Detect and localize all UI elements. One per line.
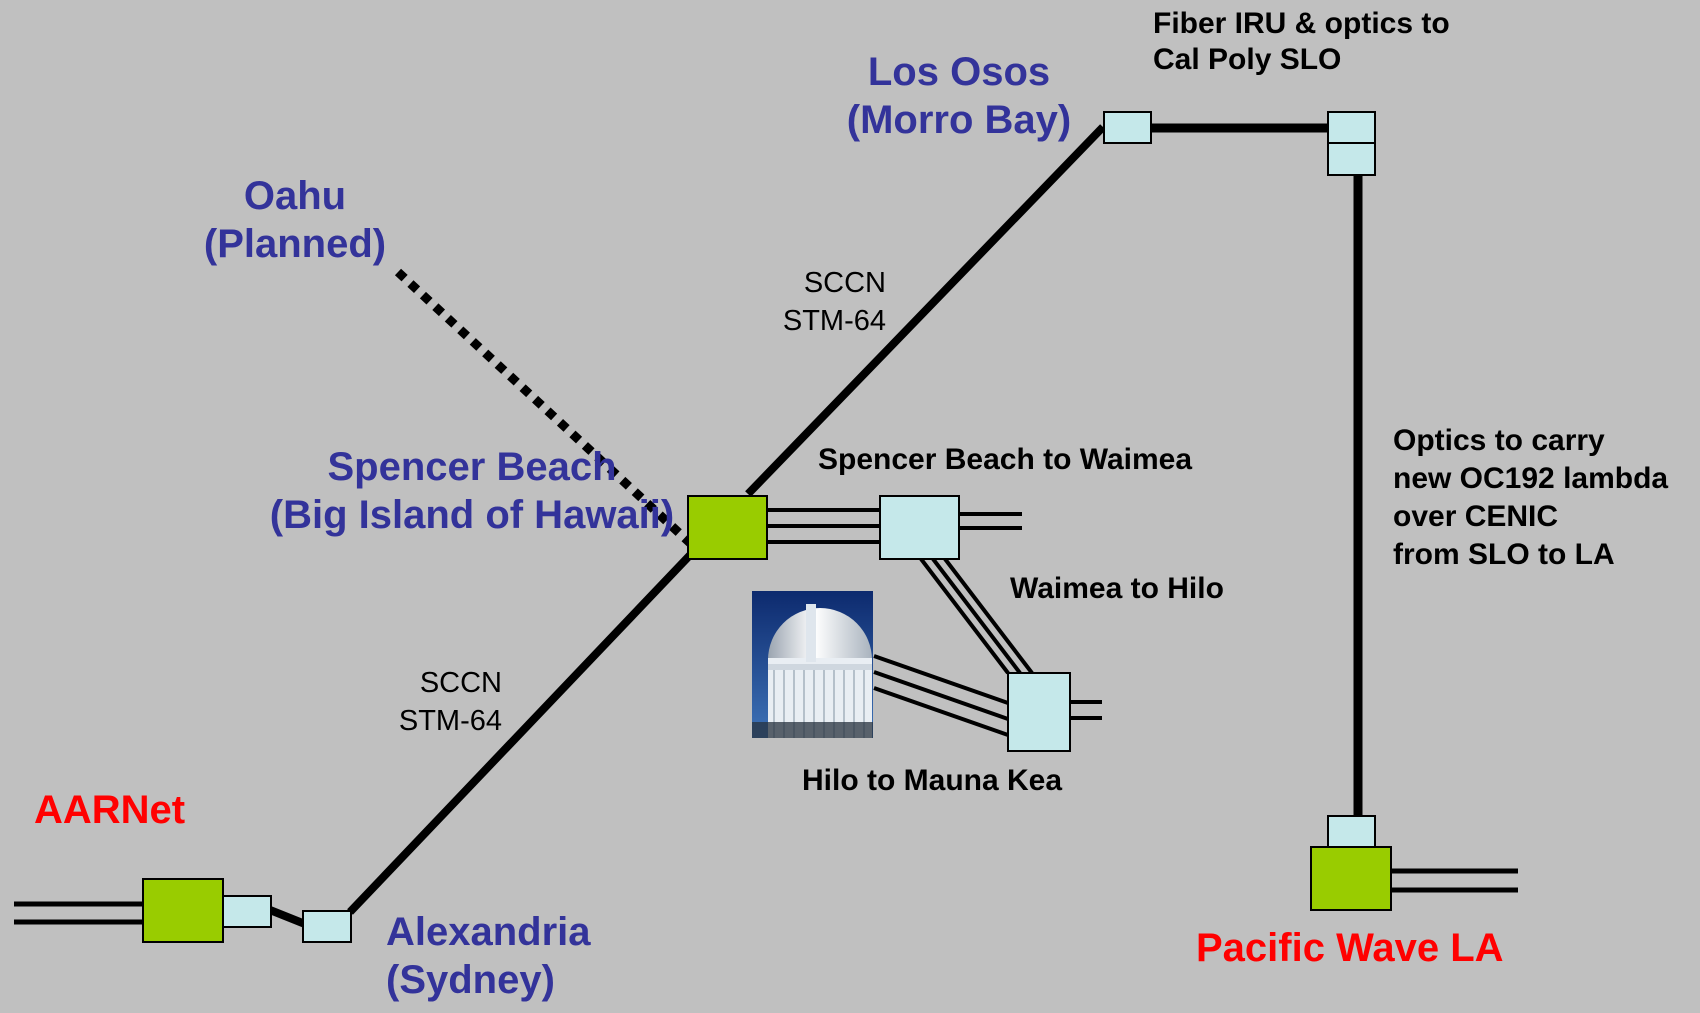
pacific-wave-router: [1311, 847, 1391, 910]
hilo-box: [1008, 673, 1070, 751]
optics-note: Optics to carry new OC192 lambda over CE…: [1393, 422, 1668, 574]
aarnet-label: AARNet: [34, 786, 185, 834]
alexandria-label: Alexandria (Sydney): [386, 908, 591, 1004]
fiber-iru-note: Fiber IRU & optics to Cal Poly SLO: [1153, 6, 1450, 78]
pacific-wave-optics-box: [1328, 816, 1375, 847]
waimea-to-hilo-label: Waimea to Hilo: [1010, 571, 1224, 607]
hilo-maunakea-lines: [874, 656, 1008, 735]
los-osos-label: Los Osos (Morro Bay): [828, 48, 1090, 144]
spencer-to-waimea-label: Spencer Beach to Waimea: [818, 442, 1192, 478]
alexandria-box: [303, 911, 351, 942]
pacific-wave-outbound-lines: [1390, 871, 1518, 890]
observatory-dome-photo: [752, 591, 873, 738]
aarnet-trunk-lines: [14, 904, 143, 922]
waimea-box: [880, 496, 959, 559]
hilo-outbound-lines: [1070, 702, 1102, 718]
spencer-beach-router: [688, 496, 767, 559]
los-osos-box: [1104, 112, 1151, 143]
spencer-waimea-lines: [766, 510, 880, 542]
spencer-beach-label: Spencer Beach (Big Island of Hawaii): [252, 443, 692, 539]
slo-box-lower: [1328, 143, 1375, 175]
waimea-outbound-lines: [958, 514, 1022, 528]
sccn-upper-label: SCCN STM-64: [772, 265, 886, 340]
hilo-to-mauna-kea-label: Hilo to Mauna Kea: [802, 763, 1062, 799]
sccn-lower-label: SCCN STM-64: [388, 665, 502, 740]
pacific-wave-label: Pacific Wave LA: [1196, 924, 1504, 972]
aarnet-router: [143, 879, 223, 942]
aarnet-alexandria-link: [270, 910, 305, 924]
aarnet-optics-box: [223, 896, 271, 927]
slo-box-upper: [1328, 112, 1375, 143]
oahu-label: Oahu (Planned): [190, 172, 400, 268]
